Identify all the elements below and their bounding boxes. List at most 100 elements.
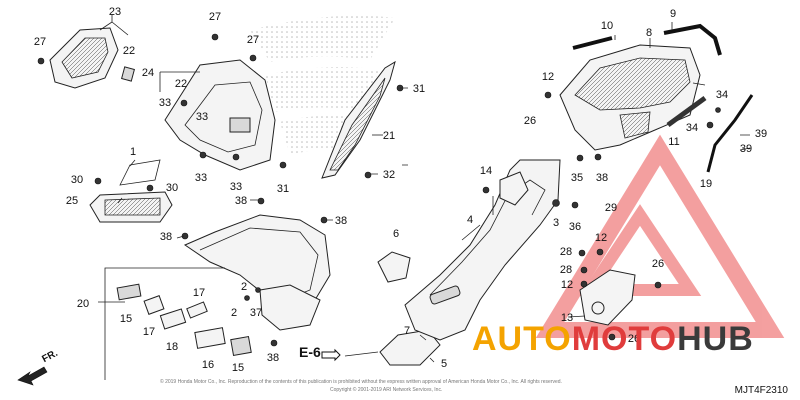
part-15-pad-a	[116, 283, 142, 301]
callout-c34: 6	[393, 228, 399, 240]
callout-c38: 14	[480, 165, 492, 177]
callout-c20: 38	[235, 195, 247, 207]
callout-c1: 23	[109, 6, 121, 18]
watermark-part2: MOTO	[571, 320, 678, 358]
callout-c26: 18	[166, 341, 178, 353]
e6-arrow	[321, 348, 341, 362]
callout-c19: 25	[66, 195, 78, 207]
callout-c27: 17	[193, 287, 205, 299]
part-24-detail	[184, 81, 263, 153]
part-13-hole	[591, 301, 605, 315]
part-21-mesh	[329, 77, 386, 171]
leader-lines	[98, 15, 751, 363]
callout-c37: 4	[467, 214, 473, 226]
watermark-text: AUTOMOTOHUB	[472, 320, 754, 359]
reference-label: E-6	[299, 344, 321, 360]
callout-c28: 16	[202, 359, 214, 371]
callout-c30: 2	[241, 281, 247, 293]
part-11-strip	[666, 95, 707, 128]
part-20-duct	[183, 214, 331, 311]
callout-c31: 2	[231, 307, 237, 319]
copyright-line-2: Copyright © 2001-2019 ARI Network Servic…	[330, 387, 443, 393]
triangle-watermark	[535, 134, 785, 338]
callout-c7: 22	[175, 78, 187, 90]
callout-c14: 21	[383, 130, 395, 142]
callout-c3: 22	[123, 45, 135, 57]
part-18-pad	[159, 308, 187, 330]
part-25-mesh	[104, 197, 161, 216]
part-24-panel	[164, 59, 276, 171]
watermark-part3: HUB	[677, 320, 754, 358]
callout-c58: 11	[668, 136, 679, 148]
callout-labels: 23 27 22 27 27 24 22 33 33 33 33 31 31 2…	[34, 6, 767, 374]
fasteners	[37, 33, 721, 347]
callout-c47: 36	[569, 221, 581, 233]
callout-c35: 7	[404, 325, 410, 337]
part-14-mount	[499, 171, 529, 206]
part-20-group-bracket	[104, 267, 225, 380]
callout-c51: 28	[560, 264, 572, 276]
part-19-strip	[706, 94, 754, 173]
part-9-strip	[663, 23, 722, 56]
part-5-rod	[344, 351, 379, 357]
callout-c55: 26	[628, 333, 640, 345]
callout-c49: 12	[595, 232, 607, 244]
part-8-mesh	[574, 57, 691, 111]
callout-c39: 10	[601, 20, 613, 32]
callout-c22: 38	[160, 231, 172, 243]
callout-c25: 17	[143, 326, 155, 338]
part-16-pad	[194, 327, 226, 349]
callout-c21: 38	[335, 215, 347, 227]
part-15-pad-b	[230, 335, 252, 357]
part-1-bracket	[119, 159, 161, 186]
callout-c11: 33	[230, 181, 242, 193]
callout-c6: 24	[142, 67, 154, 79]
part-22-clip	[121, 66, 135, 82]
callout-c29: 15	[232, 362, 244, 374]
callout-c42: 12	[542, 71, 554, 83]
callout-c41: 8	[646, 27, 652, 39]
callout-c44: 35	[571, 172, 583, 184]
part-17-pad-b	[186, 301, 208, 319]
callout-c50: 28	[560, 246, 572, 258]
part-24-boss	[229, 117, 251, 133]
callout-c48: 29	[605, 202, 617, 214]
callout-c4: 27	[209, 11, 221, 23]
callout-c12: 31	[413, 83, 425, 95]
callout-c17: 30	[71, 174, 83, 186]
callout-c8: 33	[159, 97, 171, 109]
callout-c54: 13	[561, 312, 573, 324]
part-20-lower	[259, 284, 321, 331]
part-6-clip	[377, 251, 411, 283]
callout-c18: 30	[166, 182, 178, 194]
callout-c40: 9	[670, 8, 676, 20]
diagram-code: MJT4F2310	[734, 385, 788, 396]
callout-c33: 38	[267, 352, 279, 364]
callout-c13: 31	[277, 183, 289, 195]
callout-c2: 27	[34, 36, 46, 48]
callout-c61: 19	[700, 178, 712, 190]
callout-c24: 15	[120, 313, 132, 325]
callout-c43: 26	[524, 115, 536, 127]
callout-c16: 1	[130, 146, 136, 158]
copyright-line-1: © 2019 Honda Motor Co., Inc. Reproductio…	[160, 379, 562, 385]
callout-c36: 5	[441, 358, 447, 370]
callout-c60: 39	[740, 143, 752, 155]
callout-c56: 34	[716, 89, 728, 101]
part-20-detail	[199, 227, 319, 301]
callout-c52: 12	[561, 279, 573, 291]
callout-c53: 26	[652, 258, 664, 270]
part-17-pad-a	[143, 295, 165, 315]
callout-c57: 34	[686, 122, 698, 134]
front-direction-arrow	[17, 366, 48, 386]
part-10-strip	[572, 36, 613, 50]
callout-c10: 33	[195, 172, 207, 184]
callout-c46: 3	[553, 217, 559, 229]
part-4-frame-cover	[404, 159, 561, 341]
callout-c9: 33	[196, 111, 208, 123]
part-23-mesh	[61, 37, 109, 79]
callout-c15: 32	[383, 169, 395, 181]
callout-c32: 37	[250, 307, 262, 319]
